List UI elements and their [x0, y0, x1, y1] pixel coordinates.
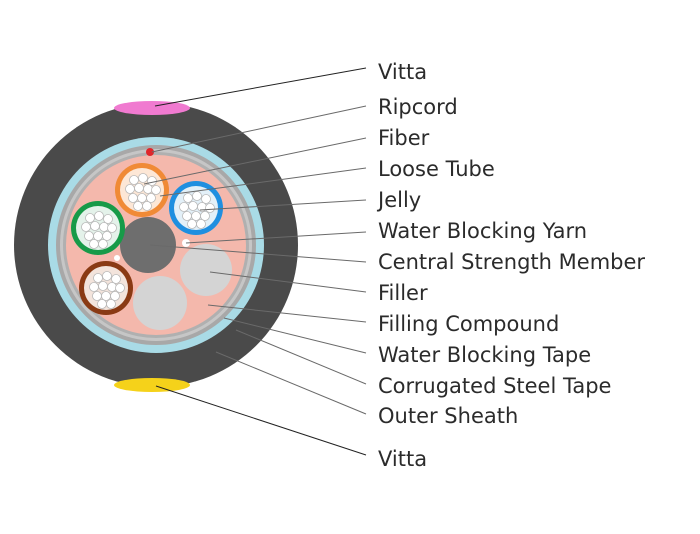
label-loose-tube: Loose Tube	[378, 157, 495, 181]
label-filling-compound: Filling Compound	[378, 312, 559, 336]
loose-tube-green	[71, 201, 125, 255]
leader-lines	[143, 67, 367, 456]
loose-tube-brown	[79, 261, 133, 315]
label-filler: Filler	[378, 281, 428, 305]
label-ripcord: Ripcord	[378, 95, 458, 119]
label-central-strength-member: Central Strength Member	[378, 250, 645, 274]
label-vitta-top: Vitta	[378, 60, 427, 84]
water-blocking-yarn-dot-2	[114, 255, 120, 261]
filler-bottom	[133, 276, 187, 330]
vitta-top-stripe	[114, 101, 190, 115]
label-outer-sheath: Outer Sheath	[378, 404, 518, 428]
vitta-bottom-stripe	[114, 378, 190, 392]
ripcord-dot	[146, 148, 154, 156]
filler-right	[180, 244, 232, 296]
loose-tube-blue	[169, 181, 223, 235]
label-water-blocking-yarn: Water Blocking Yarn	[378, 219, 587, 243]
label-fiber: Fiber	[378, 126, 430, 150]
central-strength-member	[120, 217, 176, 273]
loose-tube-orange	[115, 163, 169, 217]
label-water-blocking-tape: Water Blocking Tape	[378, 343, 591, 367]
label-vitta-bottom: Vitta	[378, 447, 427, 471]
label-corrugated-steel-tape: Corrugated Steel Tape	[378, 374, 611, 398]
label-jelly: Jelly	[376, 188, 421, 212]
